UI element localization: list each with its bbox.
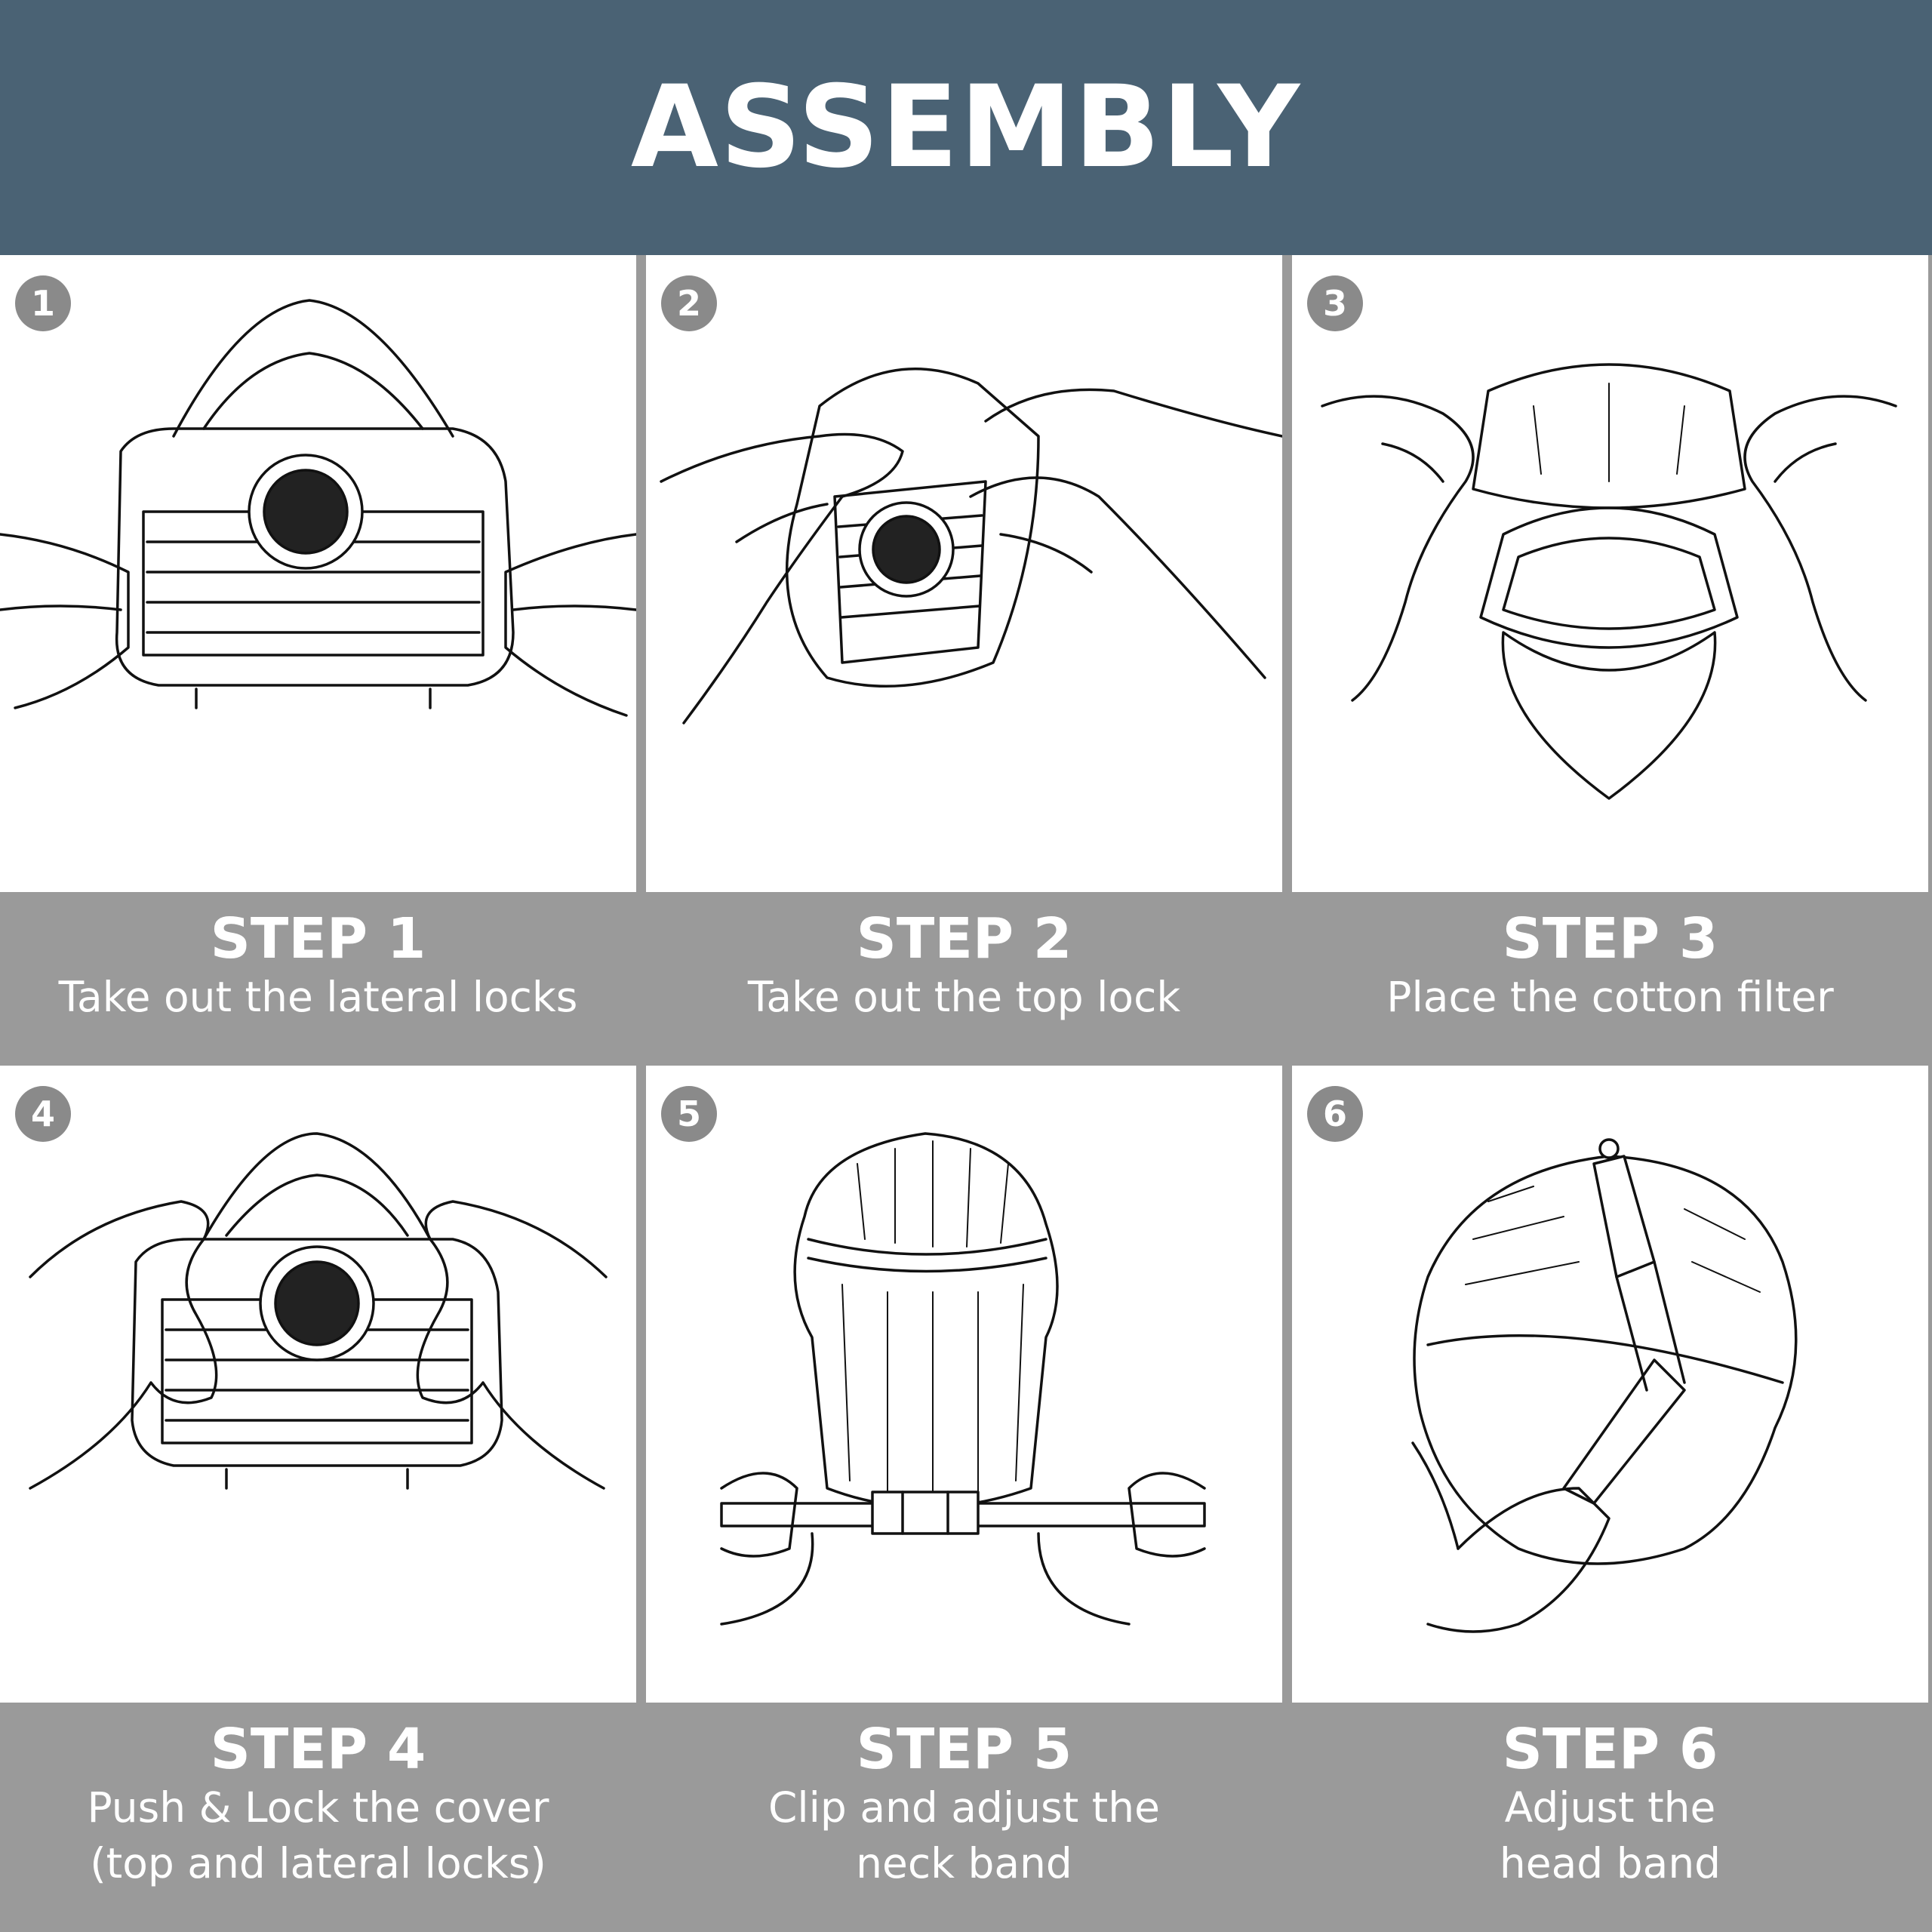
step-caption: STEP 2 Take out the top lock [646, 892, 1282, 1066]
step-card-6: 6 STEP 6 Adjust the head band [1292, 1066, 1928, 1887]
step-card-2: 2 STEP 2 Take out the top lock [646, 255, 1282, 1066]
step-illustration-panel: 5 [646, 1066, 1282, 1703]
step-caption: STEP 4 Push & Lock the cover (top and la… [0, 1703, 636, 1887]
header-banner: ASSEMBLY [0, 0, 1932, 255]
step-number-badge: 3 [1307, 275, 1363, 331]
steps-grid: 1 STEP 1 Take out the lateral locks [0, 255, 1932, 1932]
step-description: Push & Lock the cover (top and lateral l… [87, 1783, 549, 1887]
step-description: Place the cotton filter [1386, 973, 1834, 1021]
step-number-badge: 1 [15, 275, 71, 331]
step-description: Clip and adjust the neck band [768, 1783, 1161, 1887]
rhino-logo-icon [263, 469, 349, 555]
step-illustration-panel: 1 [0, 255, 636, 892]
step-caption: STEP 1 Take out the lateral locks [0, 892, 636, 1066]
step-number-badge: 2 [661, 275, 717, 331]
step-title: STEP 1 [210, 906, 426, 971]
mask-cover-lock-illustration [29, 1132, 608, 1490]
step-number-badge: 5 [661, 1086, 717, 1142]
step-card-3: 3 STEP 3 Place the cotton filter [1292, 255, 1928, 1066]
step-caption: STEP 3 Place the cotton filter [1292, 892, 1928, 1066]
rhino-logo-icon [872, 515, 941, 584]
head-band-illustration [1411, 1138, 1798, 1633]
neck-band-illustration [720, 1132, 1206, 1626]
step-description: Take out the lateral locks [58, 973, 578, 1021]
step-caption: STEP 6 Adjust the head band [1292, 1703, 1928, 1887]
step-number-badge: 4 [15, 1086, 71, 1142]
step-card-1: 1 STEP 1 Take out the lateral locks [0, 255, 636, 1066]
step-illustration-panel: 4 [0, 1066, 636, 1703]
step-card-5: 5 STEP 5 Clip and adjust the neck band [646, 1066, 1282, 1887]
mask-lateral-locks-illustration [0, 299, 636, 717]
cotton-filter-illustration [1321, 363, 1897, 800]
step-title: STEP 6 [1502, 1717, 1718, 1782]
step-description: Adjust the head band [1499, 1783, 1721, 1887]
mask-top-lock-illustration [660, 368, 1282, 724]
step-card-4: 4 STEP 4 Push & Lock the cover (top and … [0, 1066, 636, 1887]
step-number-badge: 6 [1307, 1086, 1363, 1142]
step-title: STEP 3 [1502, 906, 1718, 971]
step-title: STEP 2 [856, 906, 1072, 971]
step-title: STEP 5 [856, 1717, 1072, 1782]
step-illustration-panel: 3 [1292, 255, 1928, 892]
step-illustration-panel: 6 [1292, 1066, 1928, 1703]
step-caption: STEP 5 Clip and adjust the neck band [646, 1703, 1282, 1887]
step-illustration-panel: 2 [646, 255, 1282, 892]
rhino-logo-icon [274, 1260, 360, 1346]
step-description: Take out the top lock [747, 973, 1181, 1021]
step-title: STEP 4 [210, 1717, 426, 1782]
page-title: ASSEMBLY [630, 62, 1302, 193]
